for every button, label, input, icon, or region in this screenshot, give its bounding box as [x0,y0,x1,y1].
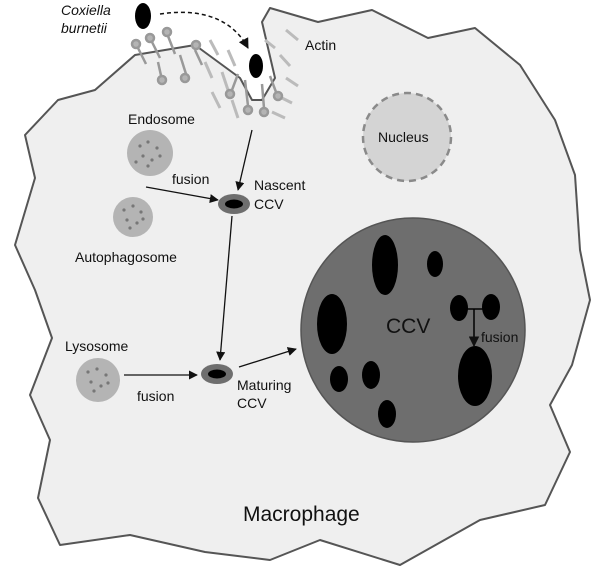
maturing-ccv-bacterium [208,369,226,379]
endosome [127,130,173,176]
lysosome [76,358,120,402]
label-lysosome: Lysosome [65,338,129,354]
receptor-group-engulf [224,73,284,118]
label-nascent: Nascent [254,177,305,193]
label-coxiella: Coxiella [61,2,111,18]
label-fusion-2: fusion [137,388,174,404]
label-autophagosome: Autophagosome [75,249,177,265]
entry-arrow [159,11,249,49]
label-maturing: Maturing [237,377,291,393]
coxiella-bacterium-entering [249,54,263,78]
label-maturing-ccv: CCV [237,395,267,411]
label-macrophage: Macrophage [243,503,360,526]
label-ccv-large: CCV [386,315,430,338]
coxiella-bacterium-outside [135,3,151,29]
label-nucleus: Nucleus [378,129,429,145]
label-burnetii: burnetii [61,20,108,36]
autophagosome [113,197,153,237]
nascent-ccv-bacterium [225,199,243,209]
actin-filaments [203,28,299,120]
label-nascent-ccv: CCV [254,196,284,212]
nucleus [361,91,453,183]
label-actin: Actin [305,37,336,53]
pathway-arrows [124,129,297,380]
receptor-group-left [130,26,204,86]
ccv-bacteria [317,235,500,428]
label-endosome: Endosome [128,111,195,127]
ccv-fusion-connector [459,308,491,348]
label-fusion-3: fusion [481,329,518,345]
label-fusion-1: fusion [172,171,209,187]
